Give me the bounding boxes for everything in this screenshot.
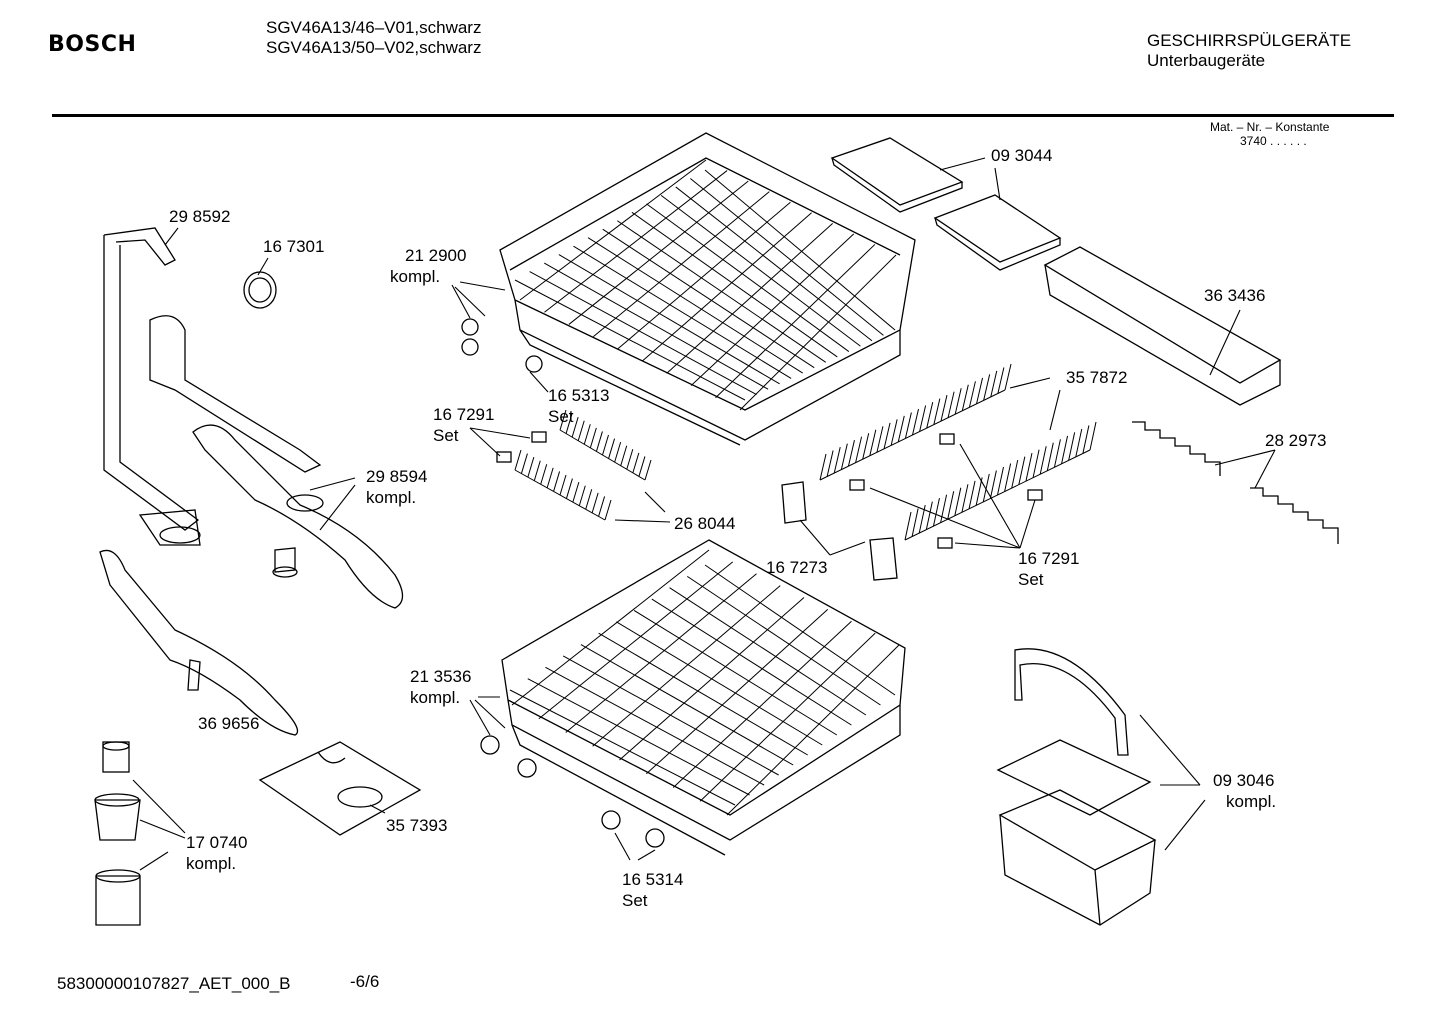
subcategory-title: Unterbaugeräte bbox=[1147, 51, 1266, 70]
leader-lines bbox=[132, 157, 1276, 871]
mat-nr-value: 3740 . . . . . . bbox=[1240, 134, 1307, 148]
part-label-282973: 28 2973 bbox=[1265, 431, 1327, 450]
brand-logo: BOSCH bbox=[48, 32, 137, 57]
lower-spray-arm-illustration bbox=[99, 549, 299, 736]
wheel-illustrations bbox=[461, 318, 665, 848]
cutlery-tray-illustration bbox=[1043, 246, 1282, 406]
lower-basket-wires bbox=[509, 549, 900, 816]
tine-row-illustrations bbox=[514, 363, 1097, 541]
category-title: GESCHIRRSPÜLGERÄTE bbox=[1147, 31, 1352, 50]
mat-nr-label: Mat. – Nr. – Konstante bbox=[1210, 120, 1330, 134]
footer-doc-id: 58300000107827_AET_000_B bbox=[57, 974, 291, 993]
upper-spray-arm-illustration bbox=[192, 424, 404, 609]
part-label-167301: 16 7301 bbox=[263, 237, 325, 256]
part-label-369656: 36 9656 bbox=[198, 714, 260, 733]
model-line-2: SGV46A13/50–V02,schwarz bbox=[266, 38, 482, 57]
zigzag-rack-illustrations bbox=[1132, 421, 1339, 544]
upper-basket-wires bbox=[514, 159, 897, 411]
spray-tube-illustration bbox=[103, 227, 322, 546]
header-divider bbox=[52, 114, 1394, 117]
footer-page: -6/6 bbox=[350, 972, 380, 991]
part-label-268044: 26 8044 bbox=[674, 514, 736, 533]
small-strainer-illustration bbox=[243, 271, 277, 309]
part-label-357393: 35 7393 bbox=[386, 816, 448, 835]
lower-basket-illustration bbox=[501, 539, 906, 856]
filter-illustrations bbox=[94, 741, 141, 926]
part-label-167273: 16 7273 bbox=[766, 558, 828, 577]
flat-filter-illustration bbox=[258, 741, 422, 836]
cup-shelf-illustrations bbox=[830, 137, 1062, 271]
part-label-357872: 35 7872 bbox=[1066, 368, 1128, 387]
part-label-093044: 09 3044 bbox=[991, 146, 1053, 165]
upper-basket-illustration bbox=[499, 132, 916, 446]
part-label-298592: 29 8592 bbox=[169, 207, 231, 226]
cutlery-basket-illustration bbox=[996, 648, 1157, 926]
clip-illustrations bbox=[496, 431, 1043, 581]
part-label-363436: 36 3436 bbox=[1204, 286, 1266, 305]
model-line-1: SGV46A13/46–V01,schwarz bbox=[266, 18, 482, 37]
